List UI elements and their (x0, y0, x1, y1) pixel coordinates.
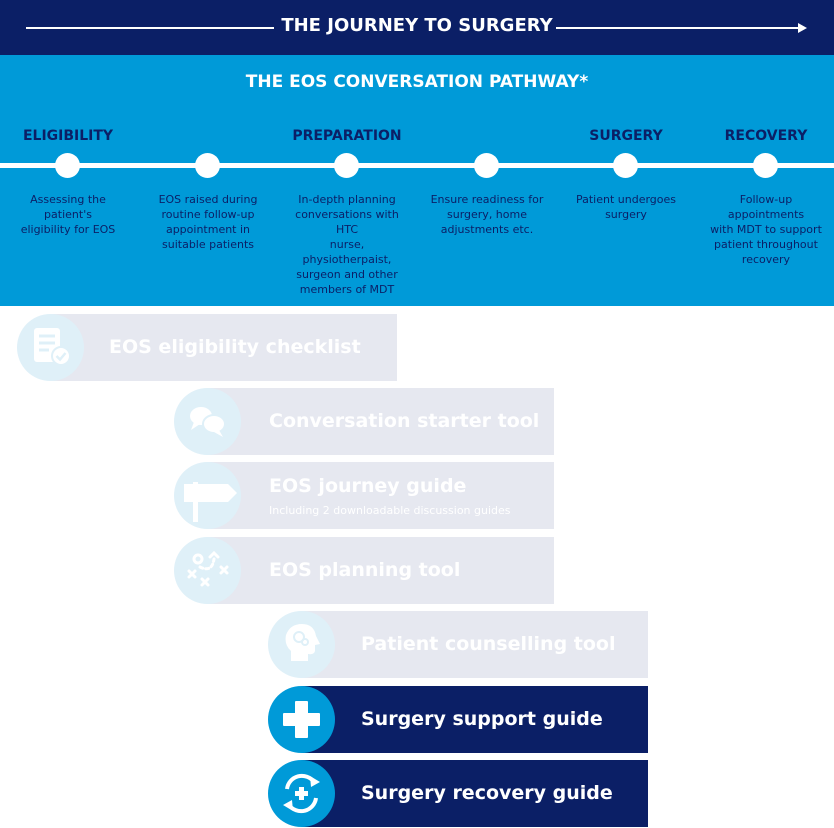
timeline-dot (195, 153, 220, 178)
tool-eos-journey-guide[interactable]: EOS journey guide Including 2 downloadab… (174, 462, 554, 529)
step-line: adjustments etc. (440, 223, 534, 236)
step-line: surgery (605, 208, 647, 221)
tool-bar (301, 760, 648, 827)
timeline-dot (753, 153, 778, 178)
tool-label: EOS eligibility checklist (109, 336, 361, 358)
step-line: with MDT to support (710, 223, 822, 236)
timeline-dot (55, 153, 80, 178)
step-line: patient throughout (714, 238, 818, 251)
tool-bar (207, 537, 554, 604)
tool-eos-eligibility-checklist[interactable]: EOS eligibility checklist (17, 314, 397, 381)
checklist-icon (34, 328, 71, 366)
step-description: Patient undergoes surgery (563, 192, 689, 222)
step-description: Ensure readiness for surgery, home adjus… (424, 192, 550, 237)
step-line: surgeon and other (296, 268, 398, 281)
plus-icon (283, 701, 320, 738)
tool-surgery-recovery-guide[interactable]: Surgery recovery guide (268, 760, 648, 827)
step-line: In-depth planning (298, 193, 396, 206)
step-line: Follow-up (739, 193, 793, 206)
timeline-dot (334, 153, 359, 178)
step-line: Ensure readiness for (430, 193, 544, 206)
tool-conversation-starter[interactable]: Conversation starter tool (174, 388, 554, 455)
timeline-dot (613, 153, 638, 178)
tool-eos-planning[interactable]: EOS planning tool (174, 537, 554, 604)
signpost-icon (184, 482, 237, 522)
stage-recovery: RECOVERY (724, 128, 808, 144)
tool-icon-circle (268, 760, 335, 827)
banner-title: THE JOURNEY TO SURGERY (281, 15, 553, 36)
tool-icon-circle (174, 462, 241, 529)
speech-bubbles-icon (190, 407, 226, 437)
step-description: EOS raised during routine follow-up appo… (145, 192, 271, 252)
arrow-right-icon (798, 23, 807, 33)
stage-surgery: SURGERY (589, 128, 663, 144)
tool-surgery-support-guide[interactable]: Surgery support guide (268, 686, 648, 753)
step-description: Follow-up appointments with MDT to suppo… (703, 192, 829, 267)
step-line: eligibility for EOS (20, 223, 116, 236)
step-line: EOS raised during (158, 193, 258, 206)
strategy-icon (187, 550, 229, 587)
tool-sublabel: Including 2 downloadable discussion guid… (269, 504, 511, 517)
tool-label: Surgery support guide (361, 708, 603, 730)
step-line: appointment in (165, 223, 251, 236)
tool-icon-circle (174, 388, 241, 455)
step-description: In-depth planning conversations with HTC… (284, 192, 410, 297)
tool-label: Patient counselling tool (361, 633, 616, 655)
stage-eligibility: ELIGIBILITY (22, 128, 114, 144)
tool-bar (207, 388, 554, 455)
step-line: members of MDT (299, 283, 395, 296)
step-line: nurse, physiotherpaist, (302, 238, 392, 266)
recovery-cycle-icon (283, 773, 320, 814)
tool-bar (50, 314, 397, 381)
banner-line-right (556, 27, 800, 29)
tool-label: EOS planning tool (269, 559, 461, 581)
step-line: recovery (741, 253, 791, 266)
tool-icon-circle (17, 314, 84, 381)
tool-icon-circle (268, 686, 335, 753)
tool-bar (207, 462, 554, 529)
step-line: suitable patients (162, 238, 254, 251)
tool-label: Conversation starter tool (269, 410, 540, 432)
tool-label: EOS journey guide (269, 475, 467, 497)
tool-bar (301, 611, 648, 678)
step-line: Assessing the patient's (30, 193, 106, 221)
step-line: conversations with HTC (295, 208, 399, 236)
step-line: appointments (727, 208, 805, 221)
timeline-dot (474, 153, 499, 178)
step-description: Assessing the patient's eligibility for … (5, 192, 131, 237)
pathway-panel: THE EOS CONVERSATION PATHWAY* ELIGIBILIT… (0, 55, 834, 306)
timeline (0, 163, 834, 168)
stage-preparation: PREPARATION (292, 128, 402, 144)
banner-line-left (26, 27, 274, 29)
step-line: routine follow-up (161, 208, 255, 221)
pathway-title: THE EOS CONVERSATION PATHWAY* (245, 72, 589, 92)
tool-bar (301, 686, 648, 753)
tool-icon-circle (174, 537, 241, 604)
step-line: Patient undergoes (575, 193, 677, 206)
tool-patient-counselling[interactable]: Patient counselling tool (268, 611, 648, 678)
journey-banner: THE JOURNEY TO SURGERY (0, 0, 834, 55)
tool-icon-circle (268, 611, 335, 678)
tool-label: Surgery recovery guide (361, 782, 613, 804)
head-icon (285, 624, 320, 661)
step-line: surgery, home (447, 208, 527, 221)
